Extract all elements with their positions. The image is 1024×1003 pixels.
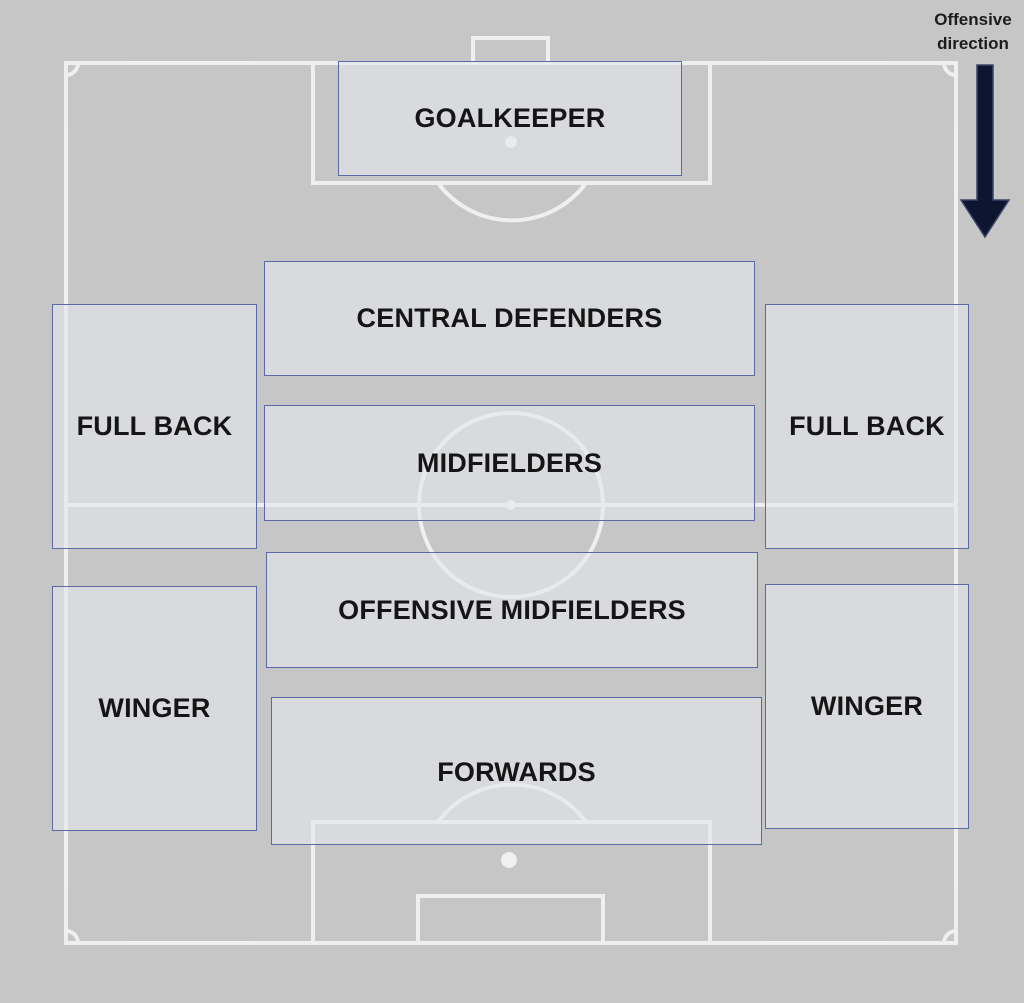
central-defenders-label: CENTRAL DEFENDERS bbox=[356, 303, 663, 333]
direction-line-1: Offensive bbox=[934, 10, 1012, 29]
goalkeeper-label: GOALKEEPER bbox=[414, 103, 606, 133]
corner-arc-br bbox=[942, 929, 957, 944]
top-goal-area bbox=[471, 36, 550, 65]
full-back-right-zone: FULL BACK bbox=[765, 304, 969, 549]
full-back-left-label: FULL BACK bbox=[76, 411, 233, 441]
corner-arc-tr bbox=[942, 62, 957, 77]
bottom-penalty-spot bbox=[501, 852, 517, 868]
forwards-label: FORWARDS bbox=[437, 756, 596, 787]
winger-right-zone: WINGER bbox=[765, 584, 969, 829]
winger-left-label: WINGER bbox=[98, 693, 211, 723]
forwards-zone: FORWARDS bbox=[271, 697, 762, 845]
goalkeeper-zone: GOALKEEPER bbox=[338, 61, 682, 176]
top-penalty-arc bbox=[436, 181, 588, 223]
full-back-right-label: FULL BACK bbox=[789, 411, 945, 441]
offensive-midfielders-label: OFFENSIVE MIDFIELDERS bbox=[338, 594, 686, 625]
offensive-direction-label: Offensive direction bbox=[922, 8, 1024, 56]
winger-left-zone: WINGER bbox=[52, 586, 257, 831]
winger-right-label: WINGER bbox=[810, 691, 924, 721]
corner-arc-bl bbox=[65, 929, 80, 944]
midfielders-label: MIDFIELDERS bbox=[416, 447, 603, 478]
arrow-shape bbox=[959, 64, 1011, 239]
central-defenders-zone: CENTRAL DEFENDERS bbox=[264, 261, 755, 376]
corner-arc-tl bbox=[65, 62, 80, 77]
offensive-midfielders-zone: OFFENSIVE MIDFIELDERS bbox=[266, 552, 758, 668]
arrow-down-icon bbox=[959, 64, 1011, 239]
direction-line-2: direction bbox=[937, 34, 1009, 53]
midfielders-zone: MIDFIELDERS bbox=[264, 405, 755, 521]
full-back-left-zone: FULL BACK bbox=[52, 304, 257, 549]
bottom-goal-area bbox=[416, 894, 605, 945]
